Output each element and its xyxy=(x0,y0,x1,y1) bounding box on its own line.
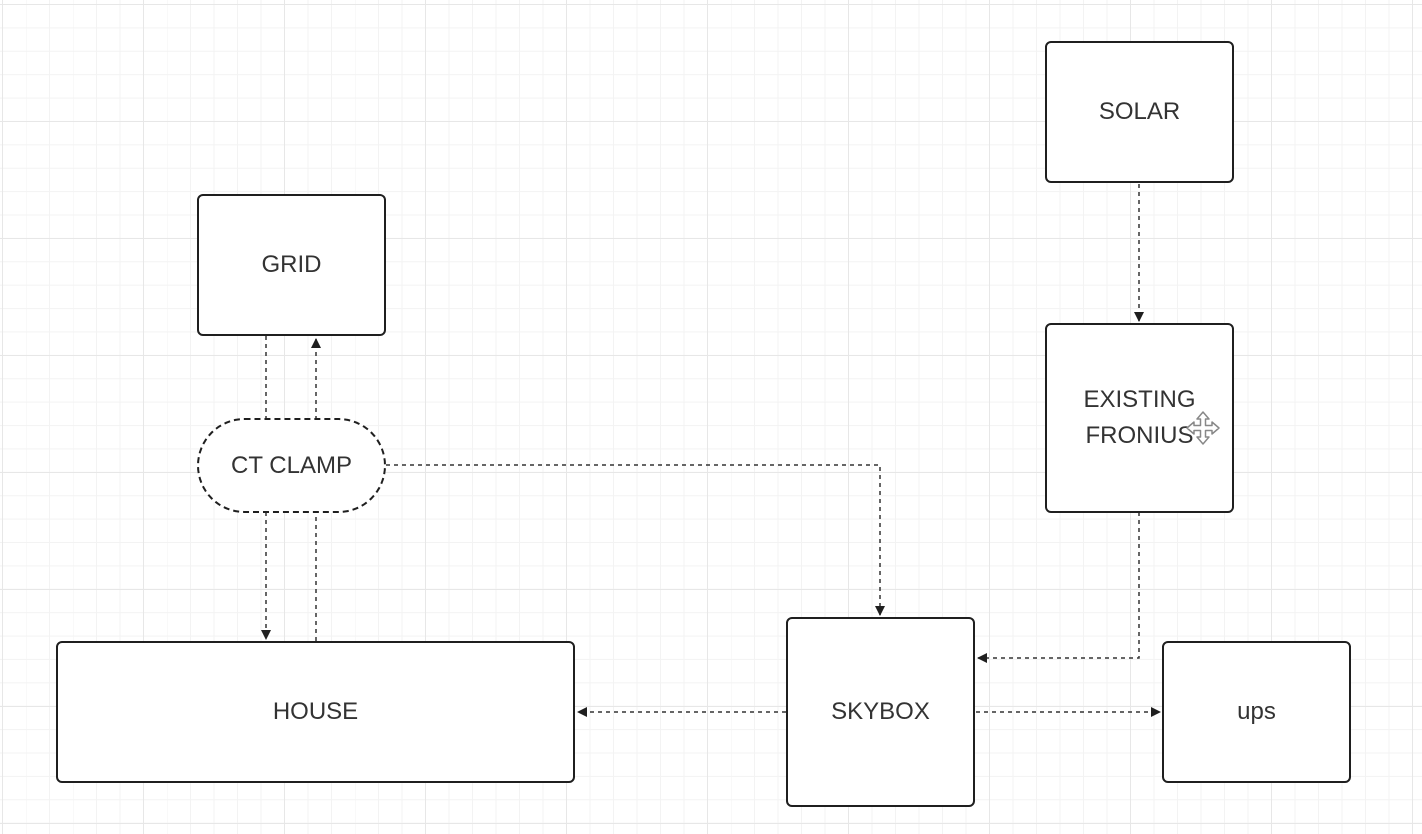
house-node[interactable]: HOUSE xyxy=(56,641,575,783)
solar-label: SOLAR xyxy=(1098,98,1181,125)
skybox-label: SKYBOX xyxy=(831,698,930,725)
ups-node[interactable]: ups xyxy=(1162,641,1351,783)
connector-ctclamp-to-skybox xyxy=(386,464,885,616)
fronius-label-line1: EXISTING xyxy=(1083,386,1196,413)
ups-label: ups xyxy=(1237,698,1276,725)
grid-node[interactable]: GRID xyxy=(197,194,386,336)
grid-label: GRID xyxy=(261,251,322,278)
ct-clamp-node[interactable]: CT CLAMP xyxy=(197,418,386,513)
solar-node[interactable]: SOLAR xyxy=(1045,41,1234,183)
house-label: HOUSE xyxy=(272,698,359,725)
ct-clamp-label: CT CLAMP xyxy=(231,451,352,479)
connector-fronius-to-skybox xyxy=(977,512,1140,663)
existing-fronius-node[interactable]: EXISTING FRONIUS xyxy=(1045,323,1234,513)
move-cursor-icon xyxy=(1186,411,1220,445)
fronius-label-line2: FRONIUS xyxy=(1085,422,1194,449)
skybox-node[interactable]: SKYBOX xyxy=(786,617,975,807)
